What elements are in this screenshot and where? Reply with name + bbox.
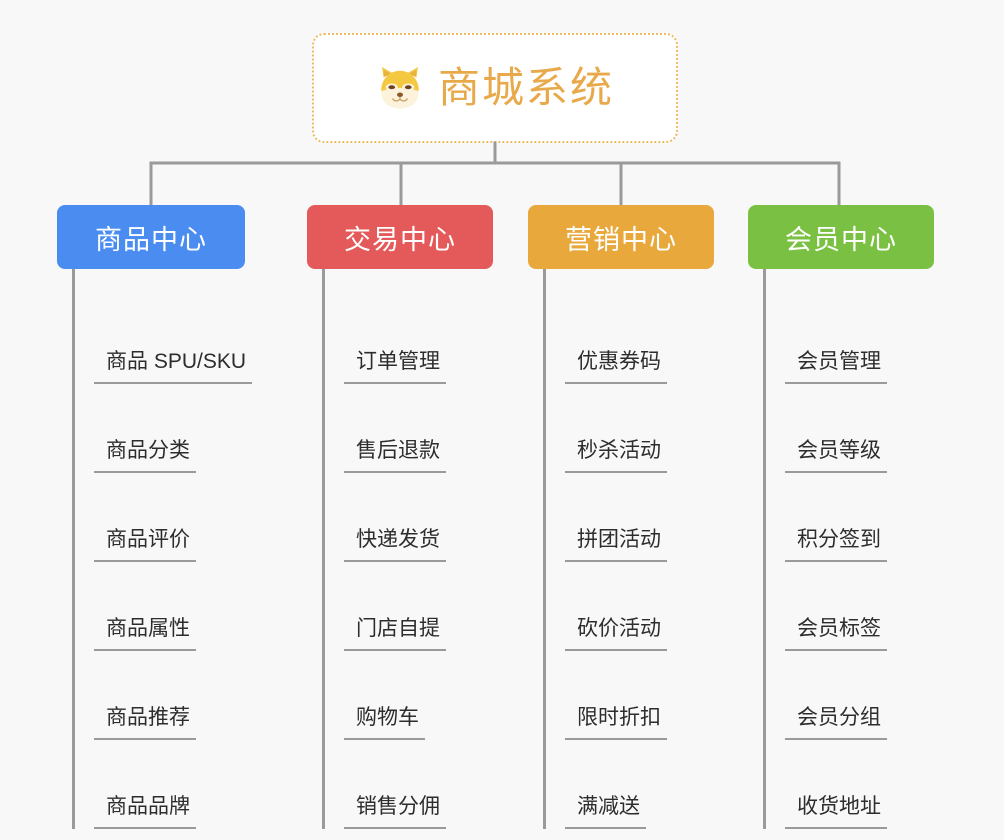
root-title: 商城系统	[437, 64, 614, 111]
category-box-marketing[interactable]: 营销中心	[528, 205, 714, 269]
list-item[interactable]: 拼团活动	[543, 473, 718, 562]
list-item[interactable]: 售后退款	[322, 384, 497, 473]
list-item[interactable]: 收货地址	[763, 740, 938, 829]
list-item[interactable]: 商品品牌	[72, 740, 247, 829]
category-box-product[interactable]: 商品中心	[57, 205, 245, 269]
leaf-label: 商品推荐	[94, 707, 196, 740]
leaf-label: 售后退款	[344, 440, 446, 473]
leaf-label: 会员分组	[785, 707, 887, 740]
leaf-label: 砍价活动	[565, 618, 667, 651]
leaf-list-marketing: 优惠券码 秒杀活动 拼团活动 砍价活动 限时折扣 满减送	[543, 269, 718, 829]
leaf-label: 会员标签	[785, 618, 887, 651]
list-item[interactable]: 秒杀活动	[543, 384, 718, 473]
list-item[interactable]: 会员管理	[763, 295, 938, 384]
list-item[interactable]: 会员标签	[763, 562, 938, 651]
list-item[interactable]: 积分签到	[763, 473, 938, 562]
leaf-label: 收货地址	[785, 796, 887, 829]
list-item[interactable]: 订单管理	[322, 295, 497, 384]
leaf-label: 购物车	[344, 707, 425, 740]
list-item[interactable]: 限时折扣	[543, 651, 718, 740]
leaf-label: 商品评价	[94, 529, 196, 562]
list-item[interactable]: 商品 SPU/SKU	[72, 295, 253, 384]
list-item[interactable]: 购物车	[322, 651, 497, 740]
list-item[interactable]: 商品推荐	[72, 651, 247, 740]
branch-column-marketing: 营销中心 优惠券码 秒杀活动 拼团活动 砍价活动 限时折扣 满减送	[528, 205, 718, 829]
list-item[interactable]: 商品评价	[72, 473, 247, 562]
category-box-member[interactable]: 会员中心	[748, 205, 934, 269]
leaf-list-member: 会员管理 会员等级 积分签到 会员标签 会员分组 收货地址	[763, 269, 938, 829]
branch-column-member: 会员中心 会员管理 会员等级 积分签到 会员标签 会员分组 收货地址	[748, 205, 938, 829]
shiba-dog-face-icon	[376, 64, 424, 112]
leaf-label: 快递发货	[344, 529, 446, 562]
leaf-label: 会员等级	[785, 440, 887, 473]
list-item[interactable]: 会员等级	[763, 384, 938, 473]
leaf-label: 满减送	[565, 796, 646, 829]
leaf-label: 优惠券码	[565, 351, 667, 384]
leaf-label: 销售分佣	[344, 796, 446, 829]
leaf-label: 秒杀活动	[565, 440, 667, 473]
list-item[interactable]: 砍价活动	[543, 562, 718, 651]
list-item[interactable]: 满减送	[543, 740, 718, 829]
root-node[interactable]: 商城系统	[312, 33, 678, 143]
list-item[interactable]: 快递发货	[322, 473, 497, 562]
leaf-label: 商品品牌	[94, 796, 196, 829]
leaf-list-product: 商品 SPU/SKU 商品分类 商品评价 商品属性 商品推荐 商品品牌	[72, 269, 253, 829]
list-item[interactable]: 会员分组	[763, 651, 938, 740]
list-item[interactable]: 门店自提	[322, 562, 497, 651]
category-box-trade[interactable]: 交易中心	[307, 205, 493, 269]
leaf-label: 积分签到	[785, 529, 887, 562]
leaf-label: 商品属性	[94, 618, 196, 651]
leaf-label: 会员管理	[785, 351, 887, 384]
branch-column-product: 商品中心 商品 SPU/SKU 商品分类 商品评价 商品属性 商品推荐 商品品牌	[57, 205, 253, 829]
leaf-list-trade: 订单管理 售后退款 快递发货 门店自提 购物车 销售分佣	[322, 269, 497, 829]
branch-column-trade: 交易中心 订单管理 售后退款 快递发货 门店自提 购物车 销售分佣	[307, 205, 497, 829]
leaf-label: 限时折扣	[565, 707, 667, 740]
leaf-label: 商品 SPU/SKU	[94, 351, 253, 384]
list-item[interactable]: 销售分佣	[322, 740, 497, 829]
leaf-label: 订单管理	[344, 351, 446, 384]
list-item[interactable]: 优惠券码	[543, 295, 718, 384]
leaf-label: 门店自提	[344, 618, 446, 651]
list-item[interactable]: 商品分类	[72, 384, 247, 473]
leaf-label: 拼团活动	[565, 529, 667, 562]
list-item[interactable]: 商品属性	[72, 562, 247, 651]
leaf-label: 商品分类	[94, 440, 196, 473]
